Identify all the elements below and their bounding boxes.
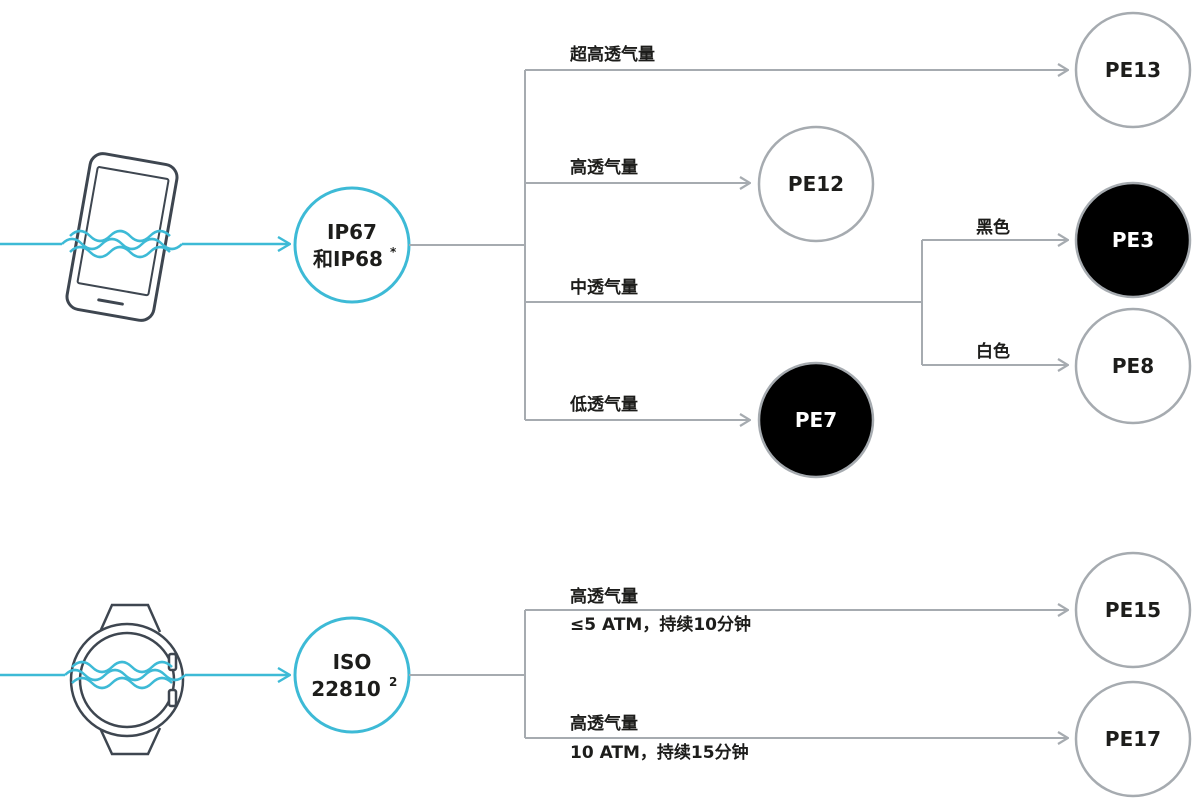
branch-label-high: 高透气量 bbox=[570, 157, 638, 178]
iso-standard-line1: ISO bbox=[333, 650, 372, 674]
branch-label-upper-title: 高透气量 bbox=[570, 586, 638, 607]
product-node-pe15 bbox=[1074, 551, 1192, 669]
standard-superscript: * bbox=[390, 245, 397, 259]
phone-section: IP67 和IP68 * 超高透气量 高透气量 中透气量 低透气量 黑色 白色 … bbox=[0, 11, 1192, 479]
smartphone-icon bbox=[65, 152, 179, 322]
product-label-pe3: PE3 bbox=[1112, 228, 1154, 252]
branch-label-lower-detail: 10 ATM，持续15分钟 bbox=[570, 742, 749, 763]
product-label-pe12: PE12 bbox=[788, 172, 844, 196]
product-node-pe17 bbox=[1074, 680, 1192, 798]
branch-label-white: 白色 bbox=[976, 341, 1010, 362]
standard-line1: IP67 bbox=[327, 220, 377, 244]
standard-line2: 和IP68 bbox=[313, 247, 383, 271]
product-node-pe7 bbox=[757, 361, 875, 479]
branch-label-lower-title: 高透气量 bbox=[570, 713, 638, 734]
branch-label-black: 黑色 bbox=[976, 217, 1010, 238]
product-node-pe13 bbox=[1074, 11, 1192, 129]
product-label-pe17: PE17 bbox=[1105, 727, 1161, 751]
watch-connector-lines bbox=[409, 610, 1068, 738]
watch-section: ISO 22810 2 高透气量 ≤5 ATM，持续10分钟 高透气量 10 A… bbox=[0, 551, 1192, 798]
product-label-pe8: PE8 bbox=[1112, 354, 1154, 378]
product-label-pe13: PE13 bbox=[1105, 58, 1161, 82]
product-node-pe8 bbox=[1074, 307, 1192, 425]
product-node-pe3 bbox=[1074, 181, 1192, 299]
iso-standard-superscript: 2 bbox=[389, 675, 397, 689]
product-node-pe12 bbox=[757, 125, 875, 243]
water-wave-icon bbox=[0, 229, 290, 259]
phone-connector-lines bbox=[409, 70, 1068, 420]
branch-label-upper-detail: ≤5 ATM，持续10分钟 bbox=[570, 614, 751, 635]
branch-label-ultra-high: 超高透气量 bbox=[570, 44, 655, 65]
iso-standard-line2: 22810 bbox=[311, 677, 381, 701]
water-wave-icon bbox=[0, 660, 290, 690]
branch-label-low: 低透气量 bbox=[569, 394, 638, 415]
product-label-pe15: PE15 bbox=[1105, 598, 1161, 622]
product-label-pe7: PE7 bbox=[795, 408, 837, 432]
branch-label-medium: 中透气量 bbox=[570, 277, 638, 298]
